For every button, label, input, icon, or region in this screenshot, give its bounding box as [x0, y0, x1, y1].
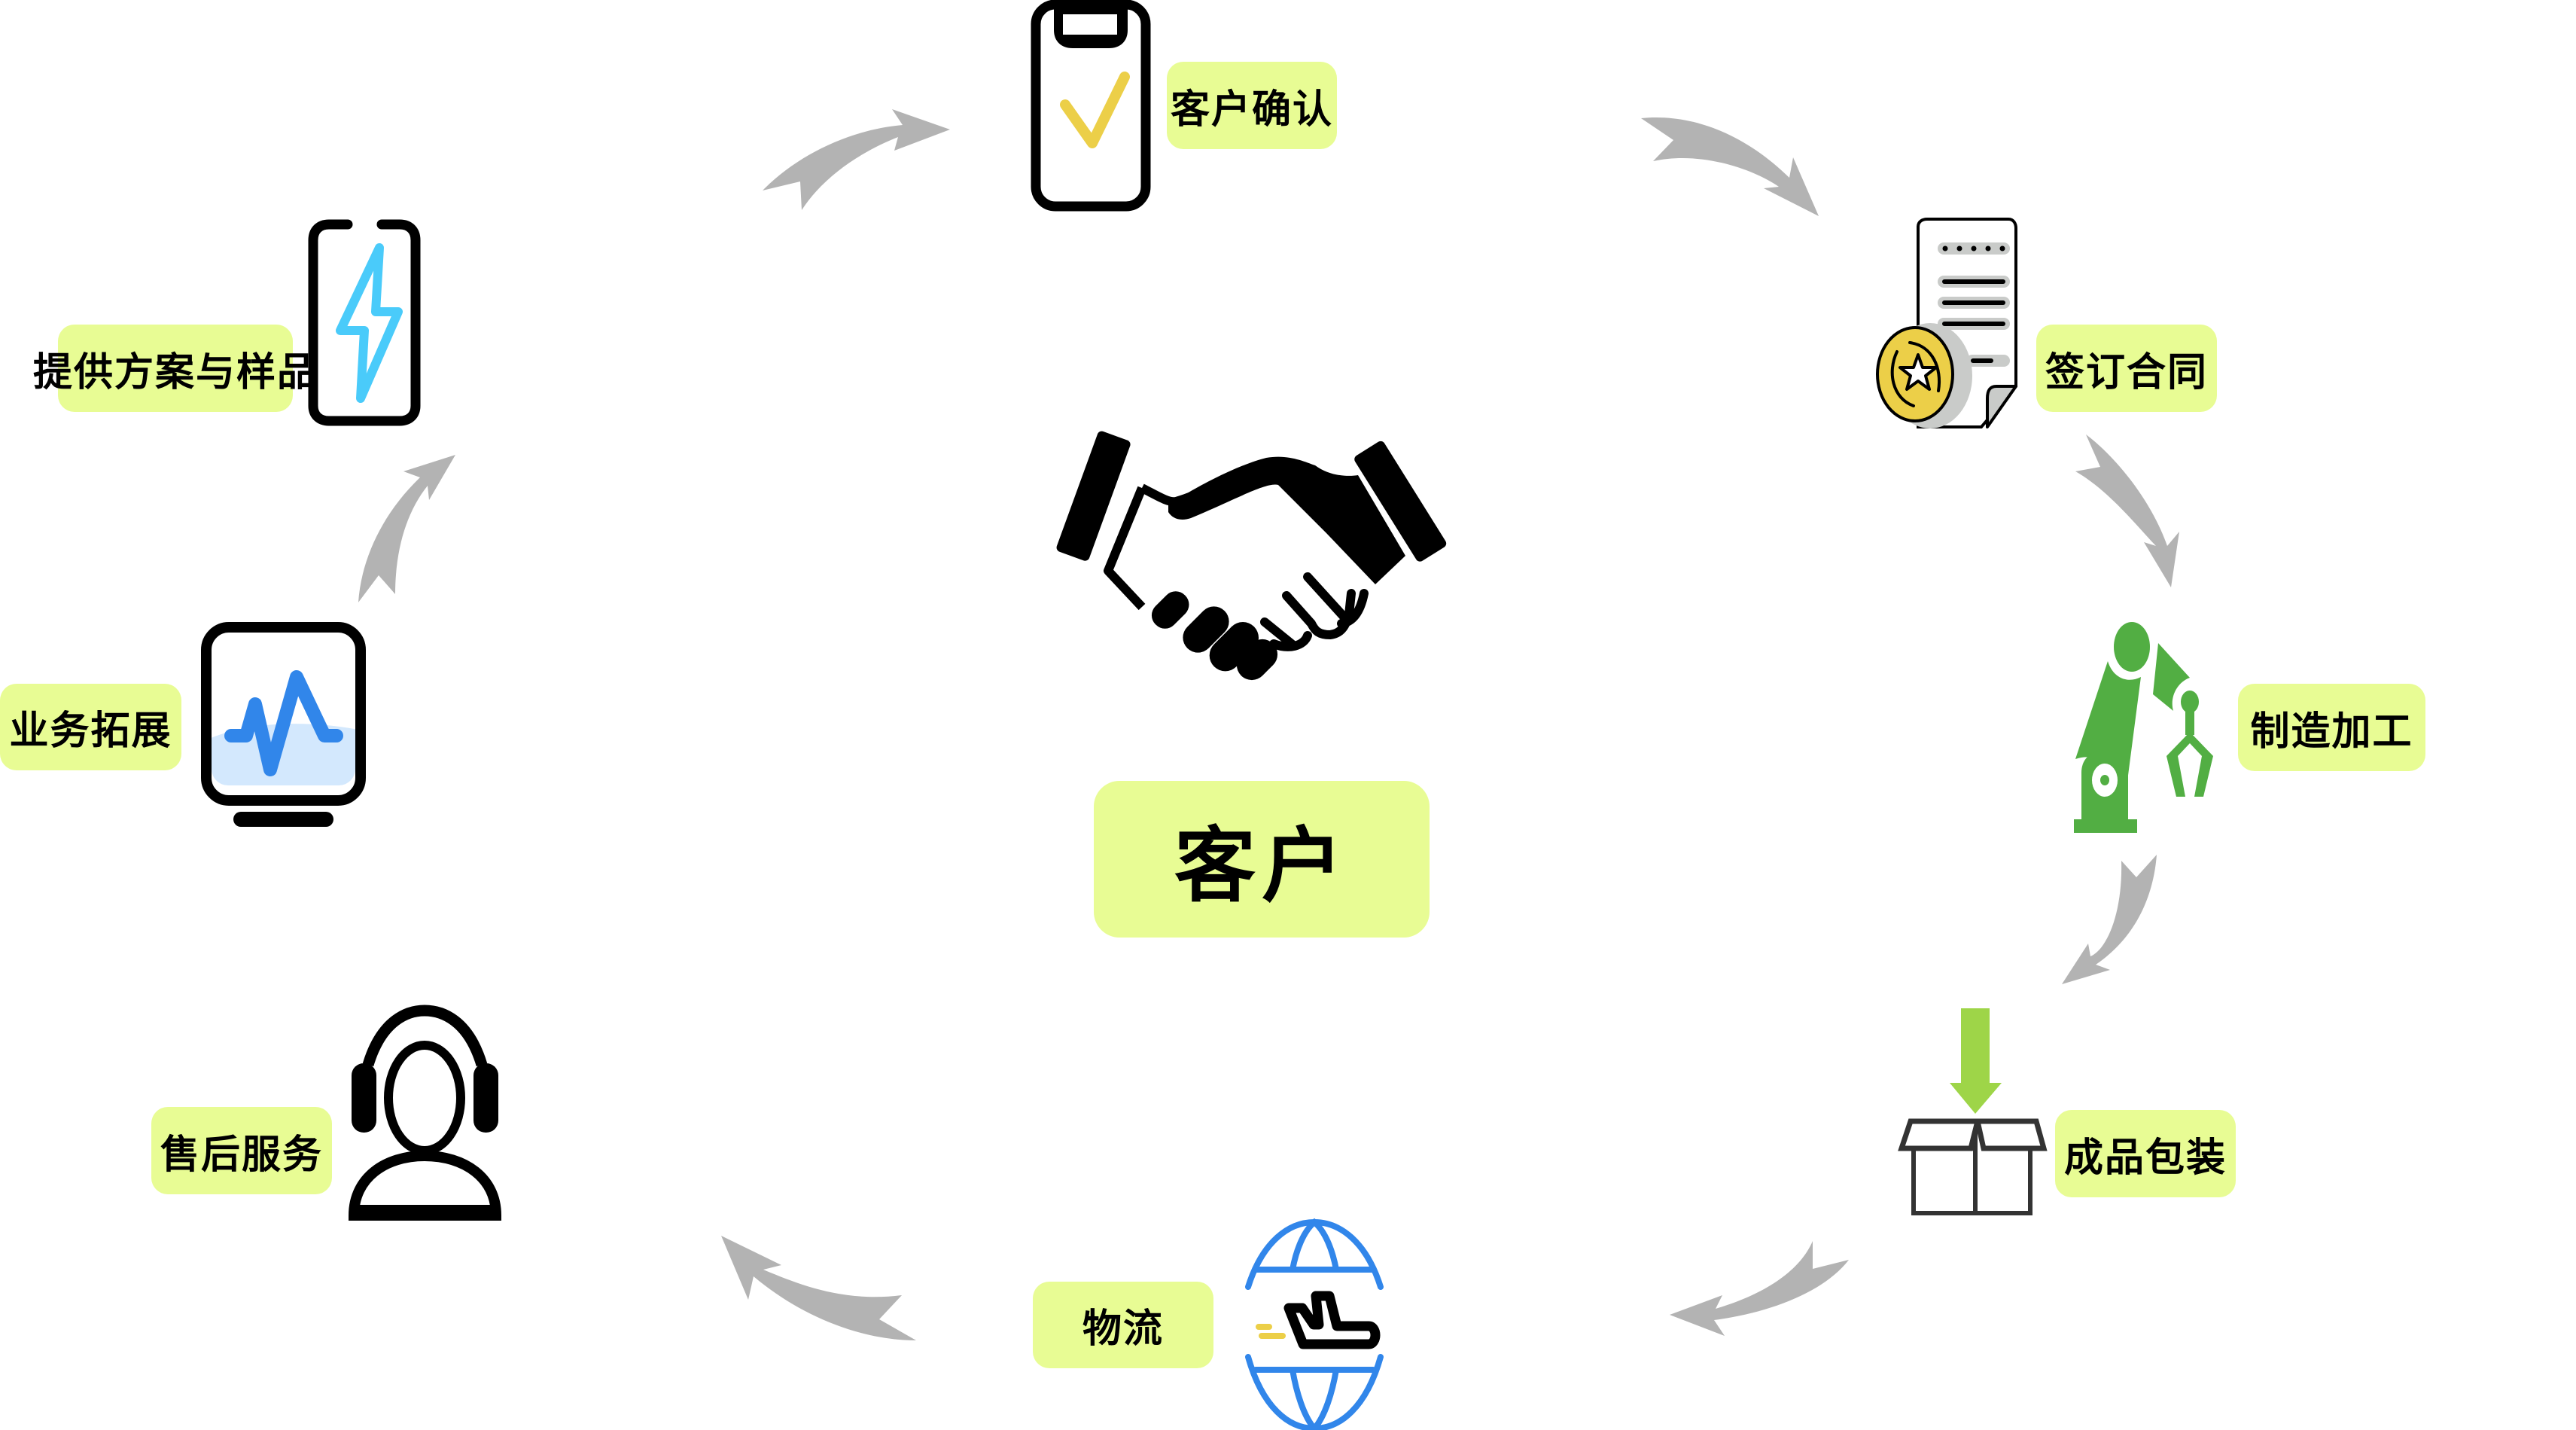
- package-box-icon: [1898, 1008, 2048, 1218]
- step-label-customer-confirm: 客户确认: [1167, 62, 1337, 149]
- flow-arrow-icon: [2075, 434, 2179, 587]
- step-label-business-expansion: 业务拓展: [0, 684, 181, 770]
- clipboard-check-icon: [1031, 0, 1151, 212]
- monitor-chart-icon: [201, 622, 366, 833]
- center-label: 客户: [1094, 781, 1430, 938]
- robot-arm-icon: [2060, 622, 2213, 833]
- headset-agent-icon: [348, 1005, 502, 1221]
- flow-arrow-icon: [1670, 1241, 1849, 1336]
- flow-arrow-icon: [1641, 117, 1819, 216]
- contract-document-icon: [1876, 218, 2019, 428]
- handshake-icon: [1056, 431, 1447, 681]
- step-label-sign-contract: 签订合同: [2036, 325, 2217, 412]
- step-label-solution-samples: 提供方案与样品: [33, 325, 316, 412]
- phone-lightning-icon: [306, 218, 422, 428]
- flow-arrow-icon: [2062, 855, 2157, 984]
- flow-arrow-icon: [721, 1236, 916, 1340]
- flow-arrow-icon: [763, 109, 950, 210]
- globe-airplane-icon: [1244, 1218, 1385, 1430]
- flow-arrow-icon: [358, 455, 455, 602]
- step-label-manufacturing: 制造加工: [2238, 684, 2425, 771]
- step-label-logistics: 物流: [1033, 1282, 1213, 1368]
- center-label-text: 客户: [1174, 819, 1349, 913]
- step-label-packaging: 成品包装: [2055, 1110, 2236, 1197]
- step-label-after-sales: 售后服务: [151, 1107, 332, 1194]
